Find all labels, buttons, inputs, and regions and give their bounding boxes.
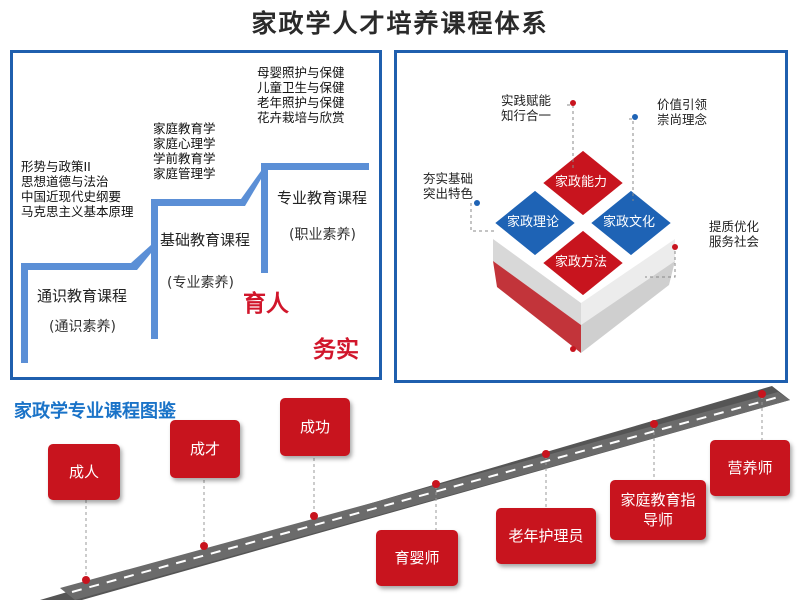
general-subject-2: 思想道德与法治 [21, 174, 109, 189]
annotation-top-right: 价值引领 崇尚理念 [657, 97, 708, 127]
page-title: 家政学人才培养课程体系 [251, 9, 549, 38]
base-red-edge [493, 261, 581, 353]
diamond-label-method: 家政方法 [555, 255, 608, 270]
annotation-top: 实践赋能 知行合一 [501, 93, 552, 123]
diamond-label-theory: 家政理论 [507, 215, 560, 230]
career-yuyingshi: 育婴师 [376, 530, 458, 586]
diamond-label-ability: 家政能力 [555, 175, 608, 190]
professional-course-sub: (职业素养) [289, 227, 356, 243]
basic-subject-1: 家庭教育学 [153, 121, 216, 136]
diamond-theory [490, 187, 580, 259]
course-stairs-panel: 形势与政策II 思想道德与法治 中国近现代史纲要 马克思主义基本原理 通识教育课… [10, 50, 382, 380]
professional-course-name: 专业教育课程 [277, 189, 368, 207]
stair-basic-side [151, 199, 158, 339]
stair-professional-top [261, 163, 369, 170]
professional-subject-4: 花卉栽培与欣赏 [257, 110, 345, 125]
general-course-name: 通识教育课程 [37, 287, 128, 305]
road-centerline [71, 395, 783, 593]
career-chengcai: 成才 [170, 420, 240, 478]
professional-subject-1: 母婴照护与保健 [257, 65, 345, 80]
general-subject-3: 中国近现代史纲要 [21, 189, 122, 204]
career-jiating-jiaoyu-zhidaoshi: 家庭教育指导师 [610, 480, 706, 540]
professional-subject-2: 儿童卫生与保健 [257, 80, 345, 95]
basic-course-sub: (专业素养) [167, 275, 234, 291]
career-yingyangshi: 营养师 [710, 440, 790, 496]
slogan-yuren: 育人 [243, 291, 289, 317]
roadmap-title: 家政学专业课程图鉴 [14, 401, 176, 422]
annotation-left: 夯实基础 突出特色 [423, 171, 474, 201]
stair-basic-top [151, 199, 241, 206]
diamond-graphic [470, 100, 678, 353]
base-right-face [581, 239, 675, 325]
career-chenggong: 成功 [280, 398, 350, 456]
basic-subject-2: 家庭心理学 [153, 136, 216, 151]
professional-subject-3: 老年照护与保健 [257, 95, 345, 110]
competency-diamond-panel: 家政能力 家政理论 家政文化 家政方法 实践赋能 知行合一 价值引领 崇尚理念 … [394, 50, 788, 383]
diamond-culture [586, 187, 676, 259]
stair-general-top [21, 263, 131, 270]
career-laonian-huliyuan: 老年护理员 [496, 508, 596, 564]
stair-connectors [131, 171, 261, 270]
general-subject-1: 形势与政策II [21, 159, 91, 174]
general-subject-4: 马克思主义基本原理 [21, 204, 134, 219]
base-left-face [493, 239, 581, 325]
stair-professional-side [261, 163, 268, 273]
diamond-ability [538, 147, 628, 219]
basic-subject-4: 家庭管理学 [153, 166, 216, 181]
annotation-right: 提质优化 服务社会 [709, 219, 760, 249]
basic-subject-3: 学前教育学 [153, 151, 216, 166]
diamond-method [538, 227, 628, 299]
stair-general-side [21, 263, 28, 363]
general-course-sub: (通识素养) [49, 319, 116, 335]
career-chengren: 成人 [48, 444, 120, 500]
basic-course-name: 基础教育课程 [160, 231, 251, 249]
slogan-wushi: 务实 [313, 337, 359, 363]
diamond-label-culture: 家政文化 [603, 215, 656, 230]
base-grey-edge [581, 261, 675, 353]
